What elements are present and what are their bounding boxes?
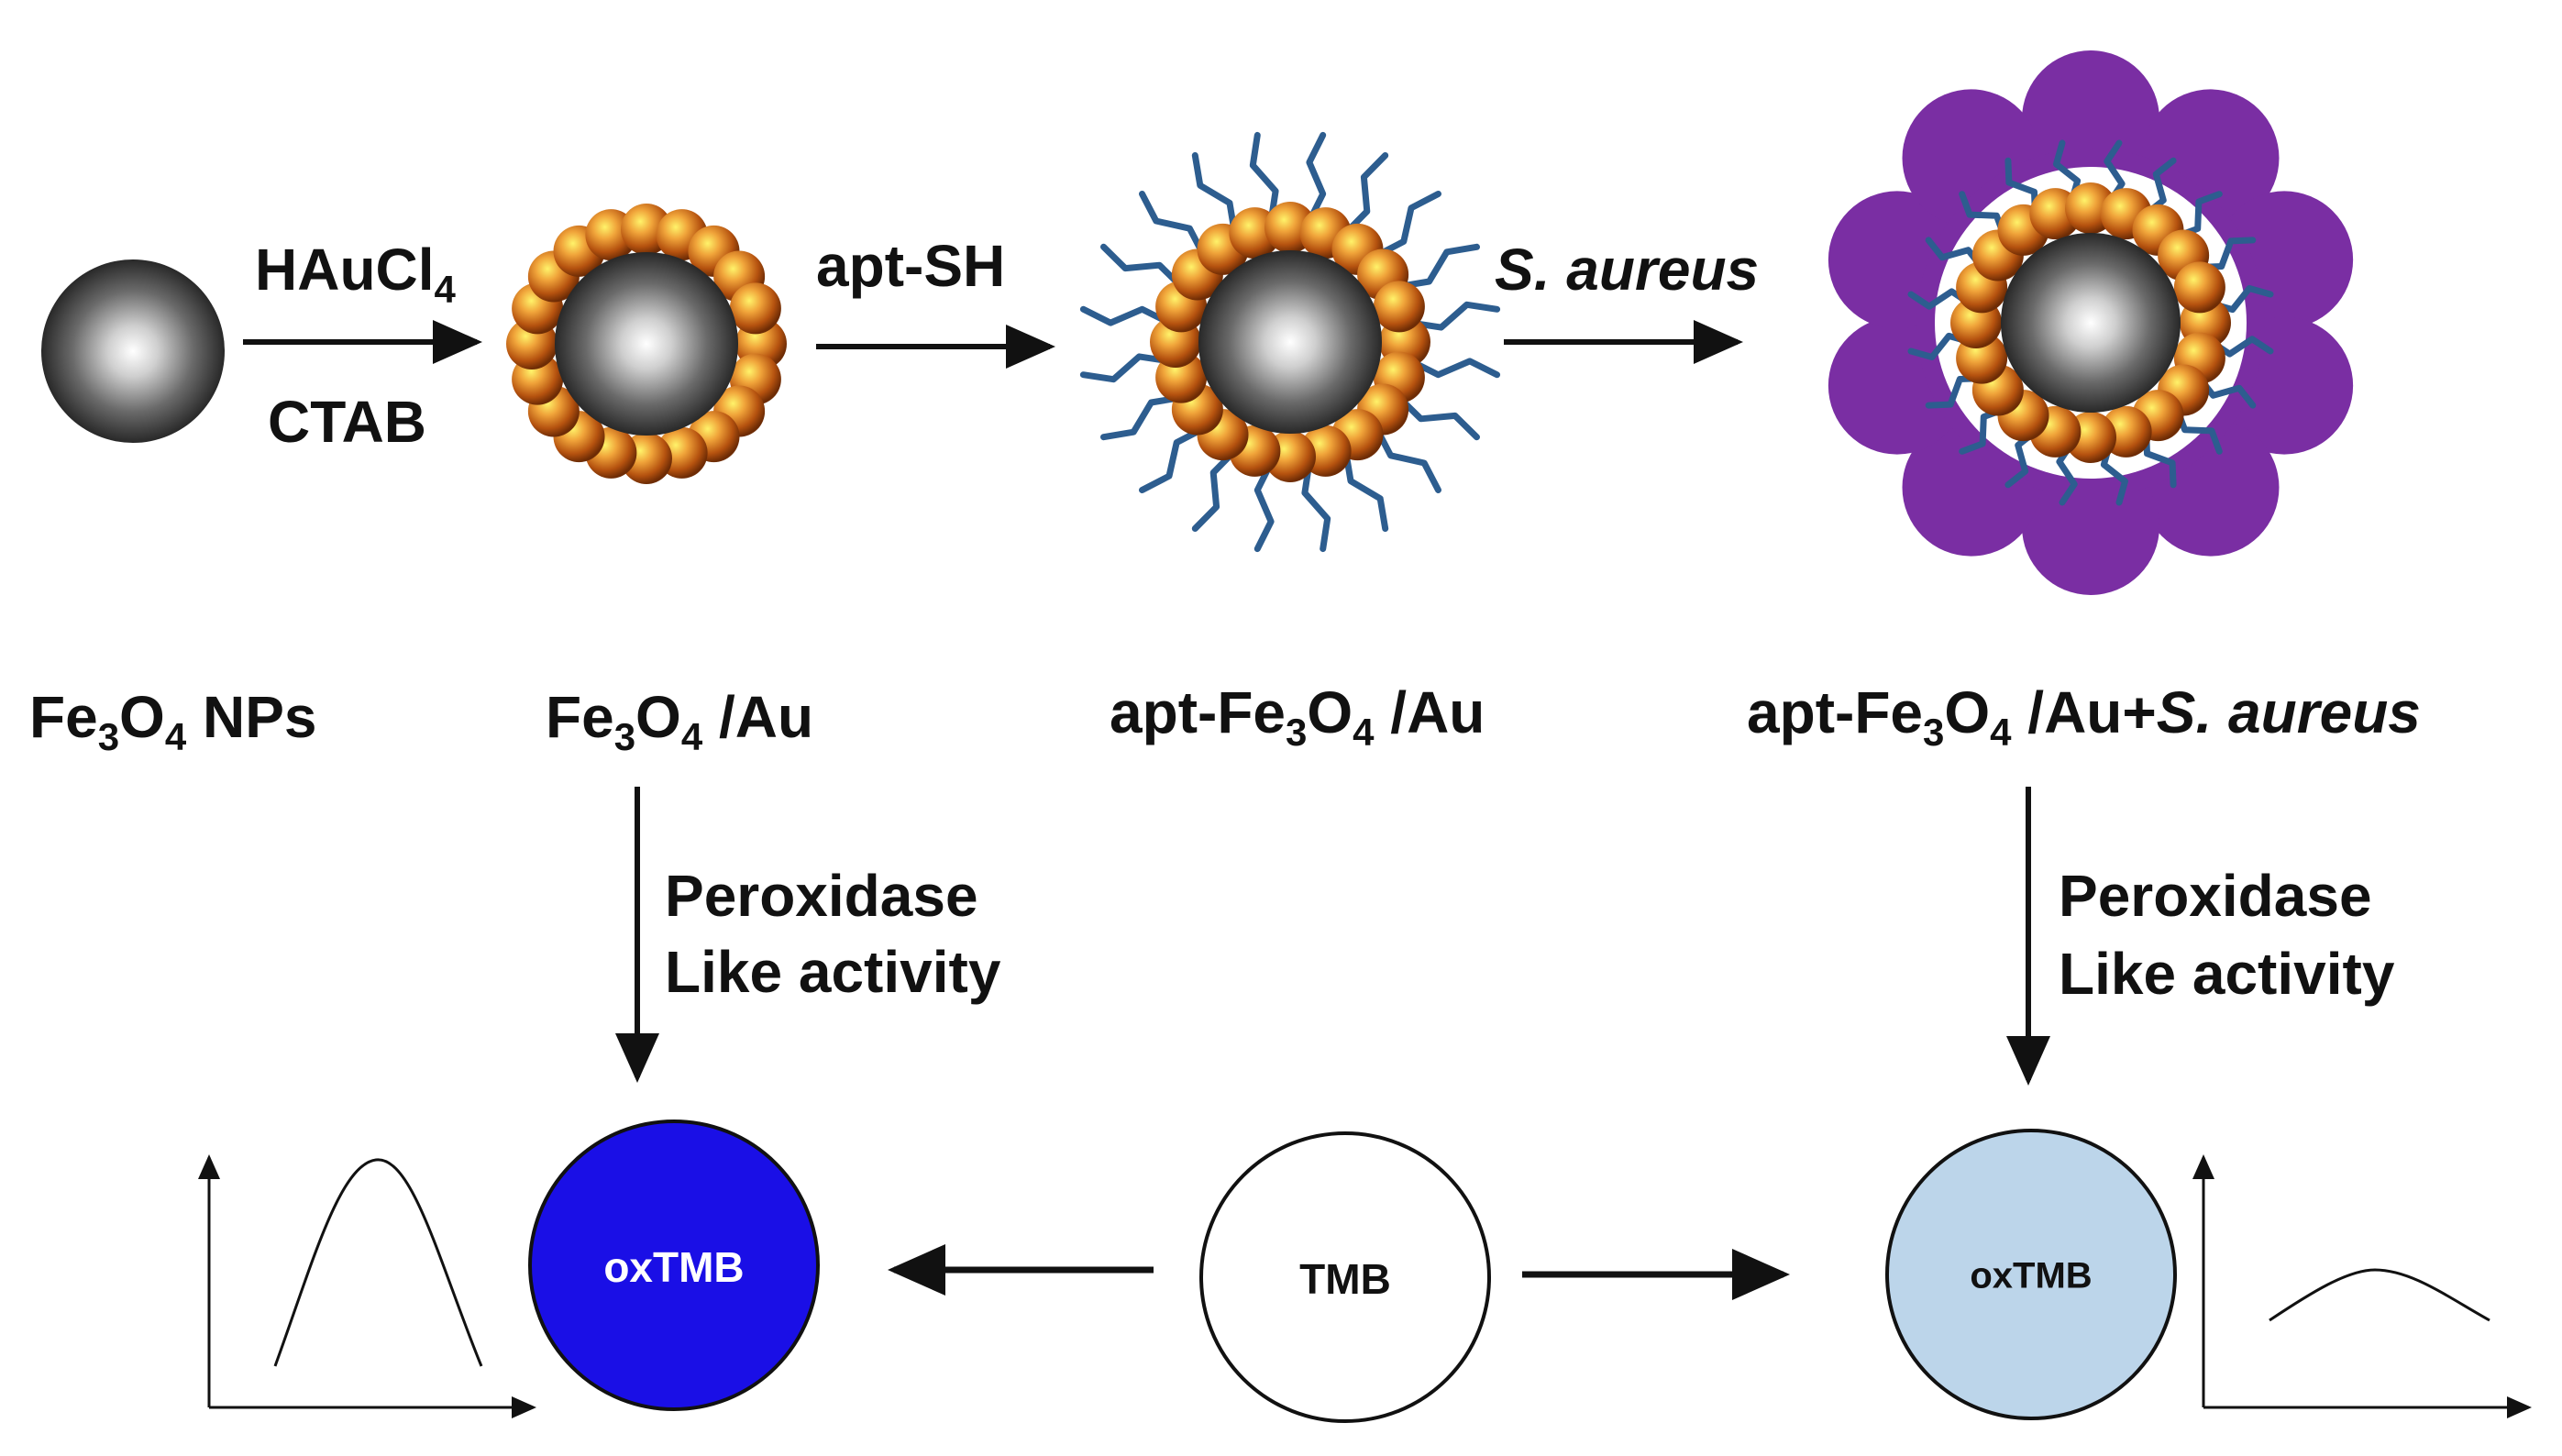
oxtmb-dark-circle [528,1120,820,1411]
spectrum-plot-low [2192,1154,2532,1418]
aptamer-strand [1342,152,1389,237]
feau-label-o: O [635,684,681,750]
aptfeausa-label-au: /Au+ [2011,679,2157,745]
gold-nanoparticle [1373,281,1425,333]
activity-left-line2: Like activity [665,939,1001,1005]
label-apt-fe3o4-au: apt-Fe3O4 /Au [1110,683,1485,752]
aptamer-strand [1191,447,1238,532]
absorbance-curve-high [273,1158,483,1367]
fe3o4-nanoparticle [41,259,225,443]
aptamer-strand [1139,425,1208,493]
feau-label-fe: Fe [546,684,614,750]
activity-right-line2: Like activity [2059,941,2395,1007]
aptamer-strand [1100,394,1185,441]
np-label-suffix: NPs [186,684,317,750]
fe3o4-core [2001,233,2181,413]
aptamer-strand [1373,425,1441,493]
aptamer-strand [1079,353,1173,383]
fe3o4-core [1198,250,1382,434]
aptamer-strand [1408,358,1501,379]
aptfeau-label-fe: apt-Fe [1110,679,1286,745]
aptamer-strand [1373,191,1441,259]
np-label-sub4: 4 [164,715,187,758]
aptamer-strand [1191,152,1238,237]
oxtmb-light-circle [1885,1129,2177,1420]
aptamer-strand [1342,447,1389,532]
aptamer-strand [1253,459,1275,553]
aptamer-strand [1139,191,1208,259]
absorbance-curve-low [2269,1268,2490,1322]
aptfeau-label-suffix: /Au [1374,679,1485,745]
reagent-s-aureus: S. aureus [1495,237,1760,303]
aptfeau-label-sub3: 3 [1286,711,1308,754]
feau-label-sub4: 4 [680,715,703,758]
reagent-ctab: CTAB [268,389,426,455]
tmb-circle [1199,1131,1491,1423]
np-label-fe: Fe [29,684,98,750]
spectrum-plot-high [198,1154,536,1418]
aptamer-strand [1396,243,1480,290]
fe3o4-core [555,252,738,436]
oxtmb-right-label: oxTMB [1970,1255,2093,1296]
feau-label-suffix: /Au [702,684,814,750]
aptamer-strand [1100,243,1185,290]
label-apt-fe3o4-au-saureus: apt-Fe3O4 /Au+S. aureus [1747,683,2421,752]
activity-left-line1: Peroxidase [665,863,978,929]
activity-right-line1: Peroxidase [2059,863,2372,929]
haucl4-text: HAuCl [255,237,435,303]
apt-fe3o4-au-saureus-complex [1828,50,2354,595]
gold-nanoparticle [729,282,781,335]
tmb-label: TMB [1299,1255,1391,1303]
aptfeau-label-sub4: 4 [1353,711,1375,754]
aptfeausa-label-o: O [1944,679,1991,745]
aptamer-strand [1408,301,1501,331]
aptfeausa-label-sub4: 4 [1990,711,2012,754]
reagent-haucl4: HAuCl4 [255,240,456,309]
label-fe3o4-au: Fe3O4 /Au [546,688,813,756]
aptfeausa-label-sub3: 3 [1923,711,1945,754]
aptamer-strand [1301,459,1331,553]
label-fe3o4-nps: Fe3O4 NPs [29,688,316,756]
apt-fe3o4-au-particle [1079,131,1501,553]
haucl4-subscript: 4 [434,268,456,311]
aptamer-strand [1079,305,1173,326]
np-label-o: O [119,684,165,750]
aptfeau-label-o: O [1307,679,1353,745]
aptamer-strand [1396,394,1480,441]
feau-label-sub3: 3 [613,715,636,758]
aptamer-strand [1249,131,1279,225]
fe3o4-au-particle [506,204,787,484]
np-label-sub3: 3 [97,715,120,758]
gold-nanoparticle [2173,261,2225,314]
aptfeausa-label-fe: apt-Fe [1747,679,1923,745]
aptamer-strand [1306,131,1327,225]
aptfeausa-label-saureus: S. aureus [2156,679,2421,745]
oxtmb-left-label: oxTMB [603,1243,745,1291]
reagent-apt-sh: apt-SH [816,233,1006,299]
